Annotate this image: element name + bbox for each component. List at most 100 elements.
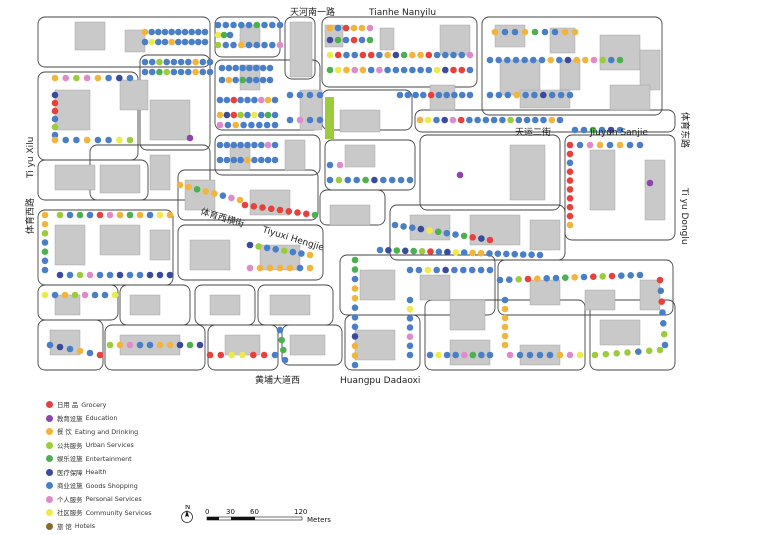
poi-dot (417, 225, 425, 233)
poi-dot (94, 136, 102, 144)
poi-dot (566, 177, 574, 184)
poi-dot (56, 211, 64, 219)
poi-dot (501, 332, 509, 340)
poi-dot (253, 41, 261, 49)
poi-dot (41, 291, 49, 299)
poi-dot (334, 24, 342, 32)
poi-dot (166, 341, 174, 349)
poi-dot (460, 266, 467, 274)
poi-dot (51, 91, 59, 99)
poi-dot (536, 251, 544, 259)
green-strip (325, 97, 334, 139)
poi-dot (404, 91, 412, 99)
city-block (589, 299, 676, 371)
poi-dot (427, 248, 434, 255)
poi-dot (46, 341, 54, 349)
poi-dot (136, 271, 144, 279)
poi-dot (410, 247, 418, 255)
city-block (419, 134, 561, 211)
poi-dot (264, 156, 272, 164)
poi-dot (499, 116, 506, 124)
poi-dot (155, 28, 162, 36)
poi-dot (607, 126, 615, 134)
building (644, 159, 666, 221)
poi-dot (511, 250, 518, 258)
poi-dot (334, 36, 342, 44)
poi-dot (271, 351, 279, 359)
poi-dot (406, 305, 414, 313)
poi-dot (608, 272, 616, 280)
poi-dot (388, 176, 396, 184)
poi-dot (451, 266, 458, 274)
poi-dot (566, 203, 574, 211)
poi-dot (41, 257, 49, 265)
poi-dot (418, 248, 426, 255)
legend-label-en: Personal Services (85, 495, 142, 504)
legend-swatch (46, 509, 53, 517)
poi-dot (392, 51, 400, 59)
poi-dot (289, 248, 297, 256)
poi-dot (251, 111, 258, 119)
poi-dot (280, 346, 287, 354)
poi-dot (351, 323, 359, 331)
poi-dot (223, 141, 231, 149)
poi-dot (393, 247, 401, 254)
poi-dot (396, 91, 404, 99)
poi-dot (311, 211, 319, 219)
poi-dot (366, 24, 374, 32)
poi-dot (450, 66, 457, 74)
poi-dot (186, 341, 194, 349)
legend-swatch (46, 468, 53, 476)
poi-dot (478, 351, 485, 359)
poi-dot (66, 271, 74, 279)
poi-dot (495, 91, 503, 99)
poi-dot (659, 309, 666, 316)
poi-dot (126, 211, 134, 219)
poi-dot (201, 28, 209, 36)
poi-dot (251, 156, 258, 164)
poi-dot (645, 347, 653, 355)
poi-dot (384, 66, 391, 74)
poi-dot (248, 121, 255, 129)
poi-dot (230, 141, 238, 149)
building (149, 99, 191, 141)
poi-dot (86, 211, 94, 219)
poi-dot (458, 91, 466, 99)
poi-dot (298, 250, 305, 257)
poi-dot (185, 68, 192, 76)
city-block (214, 16, 281, 58)
poi-dot (168, 38, 175, 46)
poi-dot (76, 211, 84, 219)
poi-dot (168, 28, 175, 36)
poi-dot (460, 232, 468, 240)
poi-dot (41, 220, 49, 228)
poi-dot (586, 141, 594, 149)
poi-dot (420, 91, 427, 99)
poi-dot (566, 150, 574, 158)
north-arrow-icon: N (181, 505, 193, 523)
poi-dot (334, 51, 342, 59)
poi-dot (192, 68, 199, 76)
city-block (37, 16, 211, 68)
poi-dot (443, 91, 451, 99)
building (184, 179, 216, 211)
poi-dot (606, 141, 614, 149)
poi-dot (232, 76, 239, 84)
city-block (37, 159, 149, 201)
legend-label-zh: 公共服务 (57, 441, 83, 450)
street-tianyun-erjie: 天运二街 (515, 126, 551, 138)
poi-dot (466, 91, 474, 99)
legend-label-zh: 医疗保障 (57, 468, 83, 477)
poi-dot (474, 116, 481, 124)
poi-dot (218, 64, 226, 72)
poi-dot (272, 246, 280, 253)
street-huangpu-en: Huangpu Dadaoxi (340, 376, 420, 386)
poi-dot (185, 183, 192, 191)
poi-dot (271, 156, 279, 164)
poi-dot (561, 28, 569, 36)
building (129, 294, 161, 316)
poi-dot (351, 51, 359, 59)
poi-dot (530, 56, 537, 64)
